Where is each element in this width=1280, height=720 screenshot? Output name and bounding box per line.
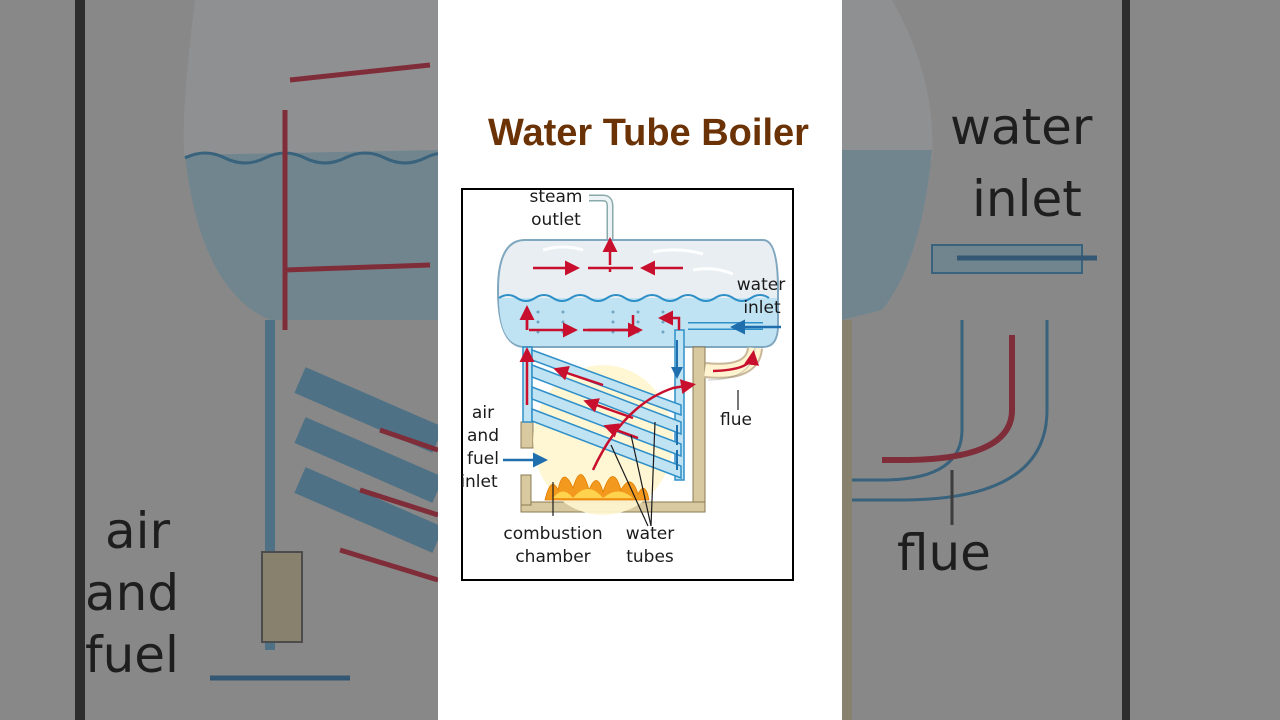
label-water-tubes-line2: tubes: [626, 547, 674, 567]
label-air-fuel-line1: air: [471, 403, 495, 423]
furnace-wall-right: [692, 346, 706, 513]
background-right-label-inlet: inlet: [972, 170, 1082, 228]
label-combustion-chamber-line1: combustion: [503, 524, 603, 544]
boiler-illustration: [496, 194, 781, 527]
label-air-fuel-line3: fuel: [467, 449, 499, 469]
label-water-tubes-line1: water: [625, 524, 675, 544]
air-inlet-block: [520, 421, 534, 449]
center-panel: Water Tube Boiler: [438, 0, 842, 720]
background-left-label-fuel: fuel: [85, 626, 179, 684]
label-water-inlet-line1: water: [736, 275, 786, 295]
label-air-fuel-line4: inlet: [460, 472, 498, 492]
label-water-inlet-line2: inlet: [743, 298, 781, 318]
background-left-panel: air and fuel: [0, 0, 438, 720]
background-right-label-water: water: [950, 98, 1093, 156]
furnace-wall-left: [520, 474, 532, 506]
label-steam-outlet-line1: steam: [529, 187, 583, 207]
label-steam-outlet-line2: outlet: [531, 210, 581, 230]
background-right-shade: [842, 0, 1280, 720]
label-combustion-chamber-line2: chamber: [515, 547, 591, 567]
background-left-shade: [0, 0, 438, 720]
background-left-label-and: and: [85, 564, 180, 622]
background-left-label-air: air: [105, 502, 171, 560]
label-flue: flue: [720, 410, 752, 430]
background-right-label-flue: flue: [897, 524, 991, 582]
label-air-fuel-line2: and: [467, 426, 499, 446]
page-title: Water Tube Boiler: [488, 112, 809, 154]
boiler-diagram: steam outlet water inlet flue air and fu…: [460, 187, 794, 581]
background-right-panel: water inlet flue: [842, 0, 1280, 720]
